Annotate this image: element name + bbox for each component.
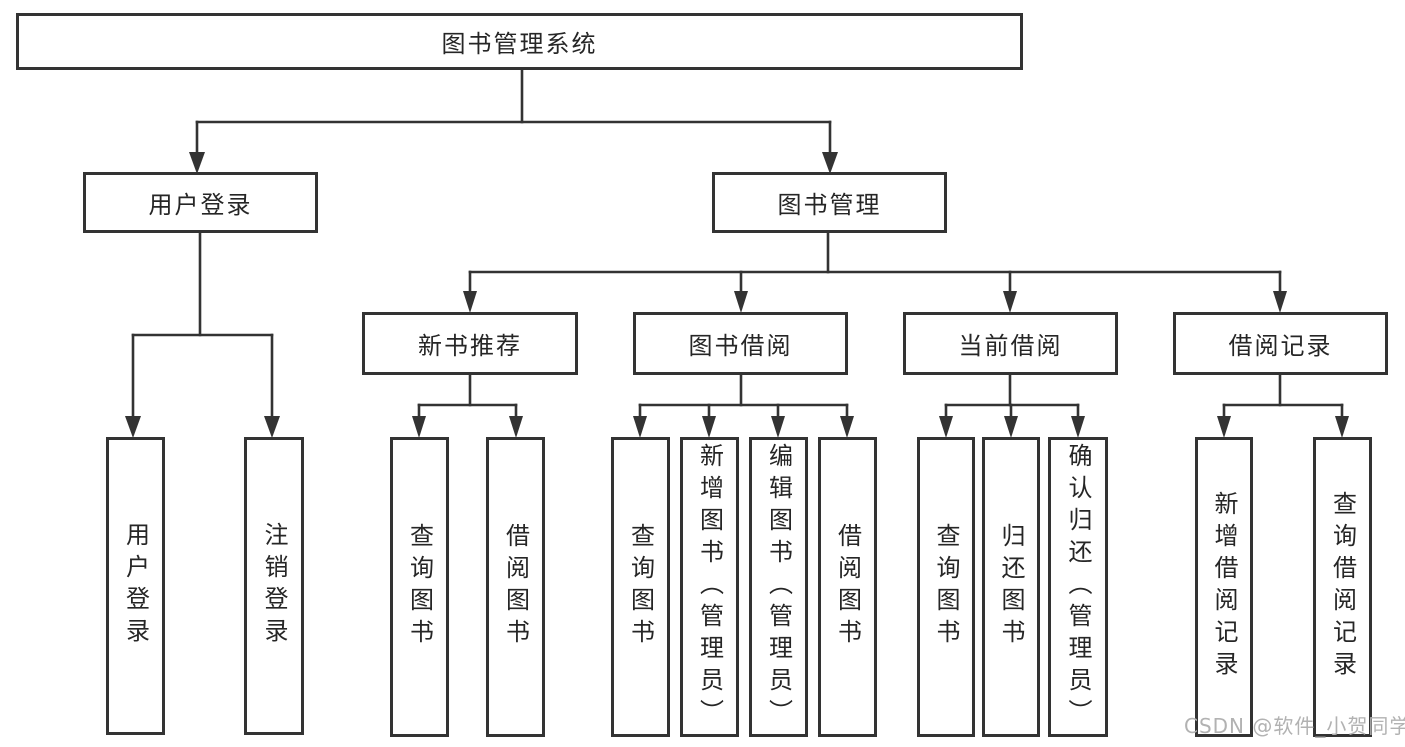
node-book-management: 图书管理 [712,172,947,233]
arrowhead-icon [1004,416,1018,438]
arrowhead-icon [734,291,748,313]
arrowhead-icon [1335,416,1349,438]
arrowhead-icon [509,416,523,438]
arrowhead-icon [189,152,205,174]
node-leaf-confirm-return-admin: 确认归还（管理员） [1048,437,1108,737]
node-leaf-logout: 注销登录 [244,437,304,735]
node-user-login: 用户登录 [83,172,318,233]
node-leaf-query-borrow-record: 查询借阅记录 [1313,437,1372,737]
arrowhead-icon [412,416,426,438]
arrowhead-icon [840,416,854,438]
node-leaf-return-book: 归还图书 [982,437,1040,737]
node-current-borrow: 当前借阅 [903,312,1118,375]
connector-root-split [189,68,838,174]
node-book-borrow: 图书借阅 [633,312,848,375]
connector-book-mgmt-split [463,231,1287,313]
arrowhead-icon [463,291,477,313]
node-leaf-add-book-admin: 新增图书（管理员） [680,437,739,737]
connector-book-borrow-split [633,373,854,438]
node-leaf-query-book-2: 查询图书 [611,437,670,737]
node-leaf-user-login: 用户登录 [106,437,165,735]
arrowhead-icon [1273,291,1287,313]
arrowhead-icon [702,416,716,438]
node-borrow-record: 借阅记录 [1173,312,1388,375]
arrowhead-icon [939,416,953,438]
node-root: 图书管理系统 [16,13,1023,70]
arrowhead-icon [1003,291,1017,313]
connector-borrow-record-split [1217,373,1349,438]
node-leaf-borrow-book-2: 借阅图书 [818,437,877,737]
connector-new-book-split [412,373,523,438]
arrowhead-icon [264,416,280,438]
node-new-book-recommend: 新书推荐 [362,312,578,375]
arrowhead-icon [771,416,785,438]
arrowhead-icon [125,416,141,438]
arrowhead-icon [822,152,838,174]
node-leaf-edit-book-admin: 编辑图书（管理员） [749,437,808,737]
watermark: CSDN @软件_小贺同学 [1184,714,1405,738]
arrowhead-icon [1217,416,1231,438]
arrowhead-icon [1071,416,1085,438]
node-leaf-query-book-3: 查询图书 [917,437,975,737]
connector-current-borrow-split [939,373,1085,438]
node-leaf-add-borrow-record: 新增借阅记录 [1195,437,1253,737]
connector-user-login-split [125,231,280,438]
node-leaf-query-book-1: 查询图书 [390,437,449,737]
node-leaf-borrow-book-1: 借阅图书 [486,437,545,737]
arrowhead-icon [633,416,647,438]
